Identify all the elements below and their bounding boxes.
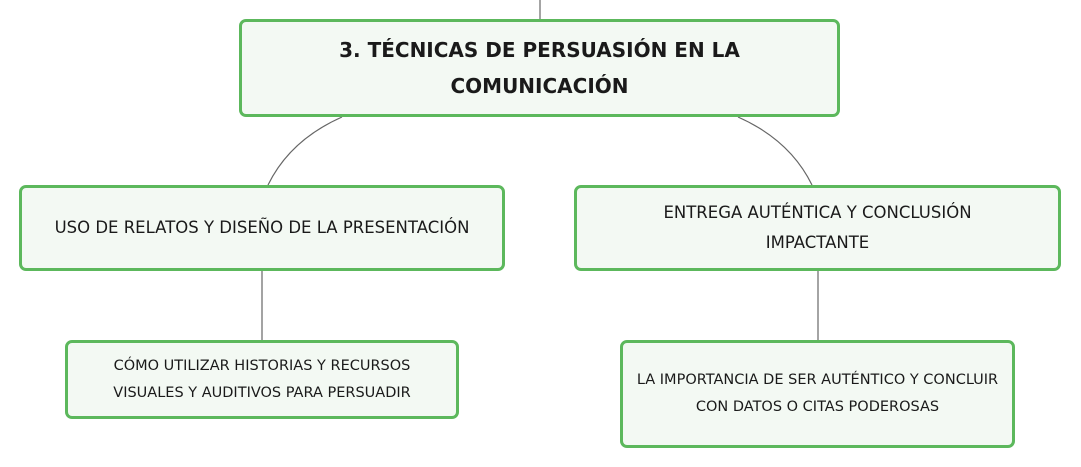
child-node-label: CÓMO UTILIZAR HISTORIAS Y RECURSOS VISUA… (113, 357, 411, 401)
branch-node-label: ENTREGA AUTÉNTICA Y CONCLUSIÓN IMPACTANT… (663, 203, 972, 252)
root-node[interactable]: 3. TÉCNICAS DE PERSUASIÓN EN LA COMUNICA… (239, 19, 840, 117)
branch-node-storytelling[interactable]: USO DE RELATOS Y DISEÑO DE LA PRESENTACI… (19, 185, 505, 271)
child-node-label: LA IMPORTANCIA DE SER AUTÉNTICO Y CONCLU… (636, 372, 999, 415)
connector-root-to-left-branch (267, 116, 343, 186)
child-node-authenticity[interactable]: LA IMPORTANCIA DE SER AUTÉNTICO Y CONCLU… (620, 340, 1015, 448)
branch-node-label: USO DE RELATOS Y DISEÑO DE LA PRESENTACI… (54, 218, 470, 237)
child-node-stories-resources[interactable]: CÓMO UTILIZAR HISTORIAS Y RECURSOS VISUA… (65, 340, 459, 419)
connector-root-to-right-branch (737, 116, 813, 186)
root-node-label: 3. TÉCNICAS DE PERSUASIÓN EN LA COMUNICA… (339, 38, 740, 98)
branch-node-delivery[interactable]: ENTREGA AUTÉNTICA Y CONCLUSIÓN IMPACTANT… (574, 185, 1061, 271)
